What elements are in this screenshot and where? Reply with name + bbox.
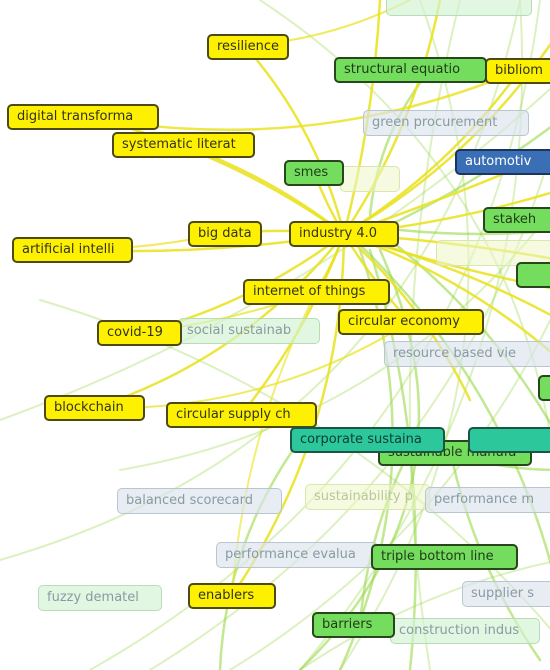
node-performance-evaluation[interactable]: performance evalua — [216, 542, 378, 568]
node-circular-economy[interactable]: circular economy — [338, 309, 484, 335]
node-supplier[interactable]: supplier s — [462, 581, 550, 607]
node-performance-measurement[interactable]: performance m — [425, 487, 550, 513]
node-right-edge-green-2 — [538, 375, 550, 401]
node-barriers[interactable]: barriers — [312, 612, 395, 638]
node-resilience[interactable]: resilience — [207, 34, 290, 60]
node-bibliometric[interactable]: bibliom — [485, 58, 550, 84]
node-industry-40[interactable]: industry 4.0 — [289, 221, 399, 247]
node-enablers[interactable]: enablers — [188, 583, 276, 609]
node-sustainability-performance[interactable]: sustainability p — [305, 484, 430, 510]
node-teal-overlap — [468, 427, 550, 453]
node-triple-bottom-line[interactable]: triple bottom line — [371, 544, 518, 570]
node-social-sustainability[interactable]: social sustainab — [178, 318, 320, 344]
network-link — [358, 448, 412, 627]
node-green-procurement[interactable]: green procurement — [363, 110, 529, 136]
node-smes-faint-overlap — [340, 166, 400, 192]
node-right-faint — [436, 240, 550, 266]
node-fuzzy-dematel[interactable]: fuzzy dematel — [38, 585, 162, 611]
node-covid19[interactable]: covid-19 — [97, 320, 182, 346]
network-link — [243, 44, 346, 236]
network-link — [299, 561, 550, 670]
node-resource-based-view[interactable]: resource based vie — [384, 341, 550, 367]
node-systematic-literature[interactable]: systematic literat — [112, 132, 255, 158]
node-right-edge-green — [516, 262, 550, 288]
node-stakeholder[interactable]: stakeh — [483, 207, 550, 233]
node-corporate-sustainability[interactable]: corporate sustaina — [290, 427, 445, 453]
node-blockchain[interactable]: blockchain — [44, 395, 145, 421]
node-circular-supply-chain[interactable]: circular supply ch — [166, 402, 317, 428]
node-internet-of-things[interactable]: internet of things — [243, 279, 390, 305]
node-automotive[interactable]: automotiv — [455, 149, 550, 175]
node-structural-equation[interactable]: structural equatio — [334, 57, 487, 83]
network-link — [0, 87, 550, 421]
network-link — [388, 238, 550, 426]
node-big-data[interactable]: big data — [188, 221, 262, 247]
node-smes[interactable]: smes — [284, 160, 344, 186]
node-top-faint[interactable] — [386, 0, 532, 16]
node-balanced-scorecard[interactable]: balanced scorecard — [117, 488, 282, 514]
node-digital-transformation[interactable]: digital transforma — [7, 104, 159, 130]
node-construction-industry[interactable]: construction indus — [390, 618, 540, 644]
network-link — [388, 125, 550, 227]
node-artificial-intelligence[interactable]: artificial intelli — [12, 237, 133, 263]
network-link — [358, 243, 550, 566]
